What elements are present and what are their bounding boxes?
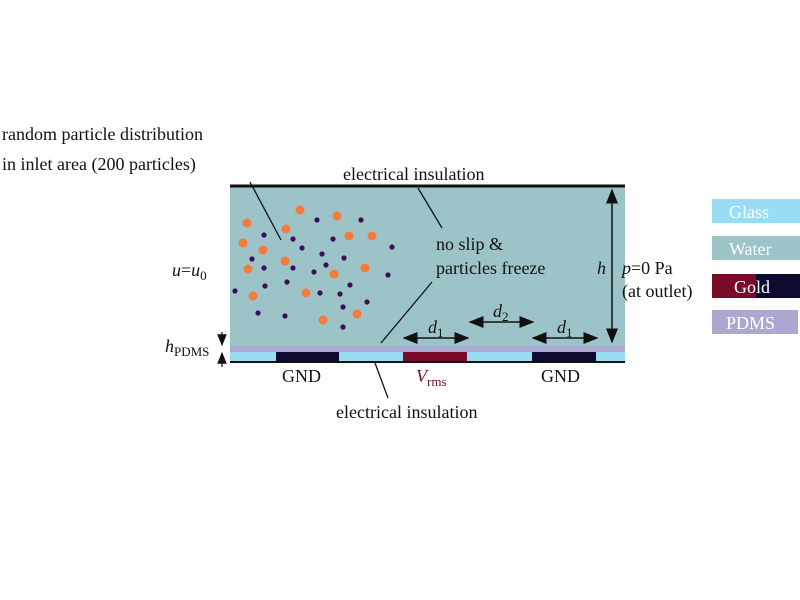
top-insulation-label: electrical insulation	[343, 164, 484, 184]
water-domain	[230, 186, 625, 346]
small-particle	[340, 324, 346, 330]
small-particle	[314, 217, 320, 223]
legend-water-label: Water	[729, 239, 772, 259]
legend-gold-label: Gold	[734, 277, 770, 297]
small-particle	[284, 279, 290, 285]
small-particle	[249, 256, 255, 262]
small-particle	[262, 283, 268, 289]
small-particle	[282, 313, 288, 319]
large-particle	[318, 315, 328, 325]
legend-pdms-swatch	[712, 310, 798, 334]
small-particle	[317, 290, 323, 296]
bottom-insulation-label: electrical insulation	[336, 402, 477, 422]
legend-water-swatch	[712, 236, 800, 260]
gnd-electrode-left	[276, 352, 339, 361]
gnd-electrode-right	[532, 352, 596, 361]
legend-gold-swatch-vrms	[712, 274, 756, 298]
small-particle	[340, 304, 346, 310]
large-particle	[344, 231, 354, 241]
small-particle	[261, 232, 267, 238]
large-particle	[258, 245, 268, 255]
large-particle	[281, 224, 291, 234]
small-particle	[232, 288, 238, 294]
legend-pdms-label: PDMS	[726, 313, 775, 333]
small-particle	[319, 251, 325, 257]
leader-noslip	[380, 281, 433, 344]
d1-left-label: d1	[428, 317, 444, 340]
small-particle	[290, 236, 296, 242]
legend-glass-label: Glass	[729, 202, 769, 222]
random-label-1: random particle distribution	[2, 124, 203, 144]
large-particle	[352, 309, 362, 319]
small-particle	[341, 255, 347, 261]
large-particle	[329, 269, 339, 279]
legend-glass-swatch	[712, 199, 800, 223]
small-particle	[364, 299, 370, 305]
hpdms-label: hPDMS	[165, 336, 209, 359]
leader-bottom-insulation	[374, 362, 389, 399]
large-particle	[301, 288, 311, 298]
large-particle	[332, 211, 342, 221]
outlet-note: (at outlet)	[622, 281, 692, 302]
legend: Glass Water Gold PDMS	[712, 199, 800, 334]
small-particle	[385, 272, 391, 278]
legend-gold-swatch-gnd	[756, 274, 800, 298]
height-label: h	[597, 258, 606, 278]
large-particle	[280, 256, 290, 266]
small-particle	[299, 245, 305, 251]
d1-right-label: d1	[557, 317, 573, 340]
large-particle	[238, 238, 248, 248]
small-particle	[358, 217, 364, 223]
small-particle	[347, 282, 353, 288]
leader-random	[249, 181, 282, 241]
small-particle	[330, 236, 336, 242]
vrms-electrode	[403, 352, 467, 361]
large-particle	[248, 291, 258, 301]
small-particle	[389, 244, 395, 250]
gnd-right-label: GND	[541, 366, 580, 386]
random-label-2: in inlet area (200 particles)	[2, 154, 196, 175]
small-particle	[311, 269, 317, 275]
small-particle	[337, 291, 343, 297]
small-particle	[255, 310, 261, 316]
large-particle	[243, 264, 253, 274]
noslip-label-2: particles freeze	[436, 258, 545, 278]
particles	[232, 205, 395, 330]
large-particle	[360, 263, 370, 273]
small-particle	[261, 265, 267, 271]
gnd-left-label: GND	[282, 366, 321, 386]
pdms-layer	[230, 346, 625, 352]
large-particle	[242, 218, 252, 228]
outlet-condition: p=0 Pa	[620, 258, 673, 278]
small-particle	[290, 265, 296, 271]
d2-label: d2	[493, 301, 509, 324]
large-particle	[295, 205, 305, 215]
leader-top-insulation	[417, 187, 443, 229]
small-particle	[323, 262, 329, 268]
vrms-label: Vrms	[416, 366, 447, 389]
noslip-label-1: no slip &	[436, 234, 503, 254]
inlet-condition: u=u0	[172, 260, 207, 283]
large-particle	[367, 231, 377, 241]
